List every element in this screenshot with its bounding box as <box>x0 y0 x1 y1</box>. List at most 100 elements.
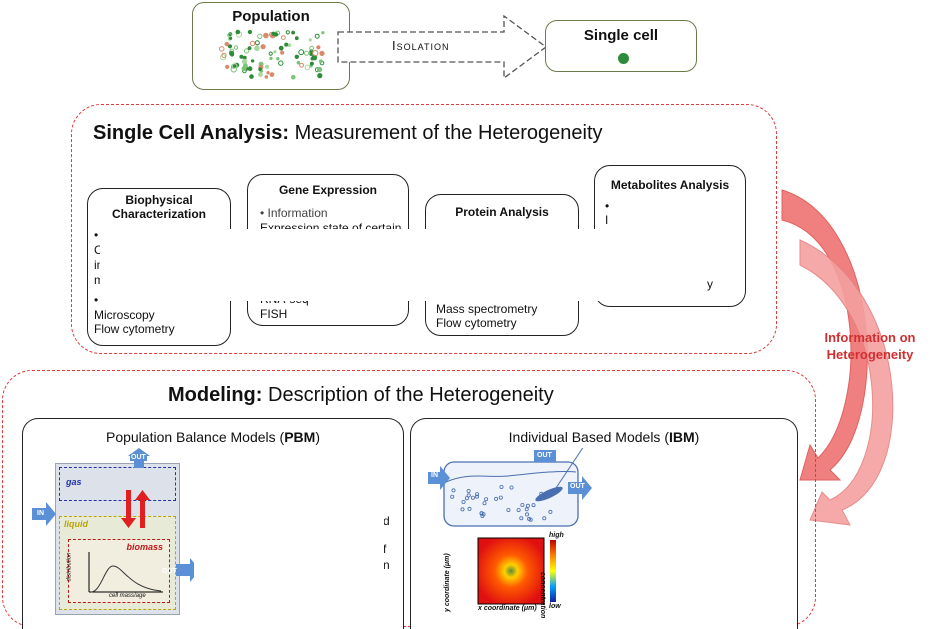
population-cell-dot <box>273 50 277 54</box>
redaction-band <box>100 229 704 301</box>
info-label-line-1: Information on <box>824 330 916 345</box>
population-cell-dot <box>268 51 273 56</box>
ibm-particle <box>450 494 455 499</box>
ibm-particle <box>467 506 472 511</box>
population-cell-dot <box>233 45 239 50</box>
population-cell-dot <box>265 64 269 69</box>
ibm-particle <box>464 496 469 501</box>
ibm-out-top: OUT <box>537 452 552 459</box>
population-cell-dot <box>296 60 301 65</box>
analysis-title: Single Cell Analysis: Measurement of the… <box>93 122 603 145</box>
population-cell-dot <box>309 45 314 51</box>
pbm-distribution-plot <box>88 552 163 593</box>
ibm-particle <box>451 488 456 493</box>
pbm-title-post: ) <box>315 429 321 445</box>
pbm-reactor: gas liquid biomass distribution cell mas… <box>55 463 180 615</box>
population-cell-dot <box>303 50 310 56</box>
biophysical-title-2: Characterization <box>111 207 207 221</box>
population-cell-dot <box>280 35 286 41</box>
population-cell-dot <box>250 59 255 63</box>
population-title: Population <box>232 8 310 25</box>
pbm-biomass-label: biomass <box>126 542 163 552</box>
ibm-particle <box>531 503 536 508</box>
modeling-title-rest: Description of the Heterogeneity <box>268 384 554 406</box>
biophysical-line-4: m <box>94 273 104 287</box>
gene-line-1: • Information <box>260 206 328 220</box>
ibm-particle <box>520 503 525 508</box>
ibm-particle <box>470 495 475 500</box>
metabolites-line-1: • <box>605 199 610 213</box>
population-cell-dot <box>319 50 325 56</box>
biophysical-line-5: • <box>94 293 99 307</box>
population-cell-dot <box>235 29 241 35</box>
population-cell-dot <box>258 67 262 71</box>
population-cell-dot <box>278 45 284 51</box>
ibm-particle <box>479 511 484 516</box>
ibm-particle <box>475 494 480 499</box>
population-cell-dot <box>309 61 314 66</box>
population-cell-dot <box>242 55 247 60</box>
population-cell-dot <box>243 63 248 69</box>
population-cell-dot <box>229 50 234 56</box>
population-cell-dot <box>263 32 269 39</box>
population-cells <box>218 29 325 80</box>
ibm-particle <box>548 509 553 514</box>
single-cell-box: Single cell <box>545 20 697 72</box>
population-cell-dot <box>284 42 289 47</box>
population-cell-dot <box>249 74 254 79</box>
ibm-hm-concentration: concentration <box>539 572 546 619</box>
ibm-particle <box>539 491 544 496</box>
metabolites-line-3: y <box>707 277 713 291</box>
population-cell-dot <box>264 75 269 79</box>
ibm-particle <box>494 496 499 501</box>
population-cell-dot <box>249 40 256 47</box>
ibm-particle <box>484 497 489 502</box>
population-cell-dot <box>231 63 238 69</box>
population-cell-dot <box>269 72 275 77</box>
biophysical-title-1: Biophysical <box>125 193 193 207</box>
population-cell-dot <box>291 74 296 80</box>
info-label: Information on Heterogeneity <box>800 329 939 363</box>
biophysical-line-7: Flow cytometry <box>94 322 175 336</box>
pbm-fragment-1: d <box>383 514 390 528</box>
isolation-label: Isolation <box>392 38 450 53</box>
protein-title: Protein Analysis <box>455 205 549 219</box>
population-cell-dot <box>247 66 253 72</box>
population-cell-dot <box>218 46 225 52</box>
ibm-particle <box>525 503 530 508</box>
ibm-title-pre: Individual Based Models ( <box>508 429 669 445</box>
population-cell-dot <box>278 60 284 66</box>
biophysical-line-3: in <box>94 258 104 272</box>
single-cell-dot <box>618 53 629 64</box>
pbm-title-bold: PBM <box>284 429 316 445</box>
population-cell-dot <box>276 57 280 61</box>
population-cell-dot <box>321 31 325 35</box>
population-cell-dot <box>241 58 248 65</box>
ibm-vessel <box>428 448 592 527</box>
pbm-biomass-box: biomass distribution cell mass/age <box>67 539 170 603</box>
population-cell-dot <box>254 40 260 46</box>
pbm-out-right: OUT <box>162 568 177 575</box>
population-cell-dot <box>229 36 233 40</box>
modeling-region <box>2 370 816 627</box>
population-cell-dot <box>269 56 273 61</box>
ibm-particle <box>499 485 504 490</box>
pbm-redaction <box>194 455 384 629</box>
population-cell-dot <box>224 41 229 47</box>
population-cell-dot <box>317 73 323 79</box>
ibm-particle <box>542 516 547 521</box>
population-cell-dot <box>316 45 321 50</box>
pbm-gas-box: gas <box>59 467 176 501</box>
population-cell-dot <box>227 44 233 49</box>
ibm-hm-ylabel: y coordinate (μm) <box>444 553 451 612</box>
analysis-title-bold: Single Cell Analysis: <box>93 122 289 144</box>
protein-line-2: Mass spectrometry <box>436 302 538 316</box>
population-cell-dot <box>247 29 252 35</box>
heterogeneity-arrows <box>781 189 894 526</box>
population-cell-dot <box>258 72 263 77</box>
population-cell-dot <box>316 66 323 73</box>
population-cell-dot <box>260 44 266 50</box>
ibm-heatmap <box>477 537 556 605</box>
population-cell-dot <box>239 54 244 59</box>
pbm-fragment-3: n <box>383 558 390 572</box>
